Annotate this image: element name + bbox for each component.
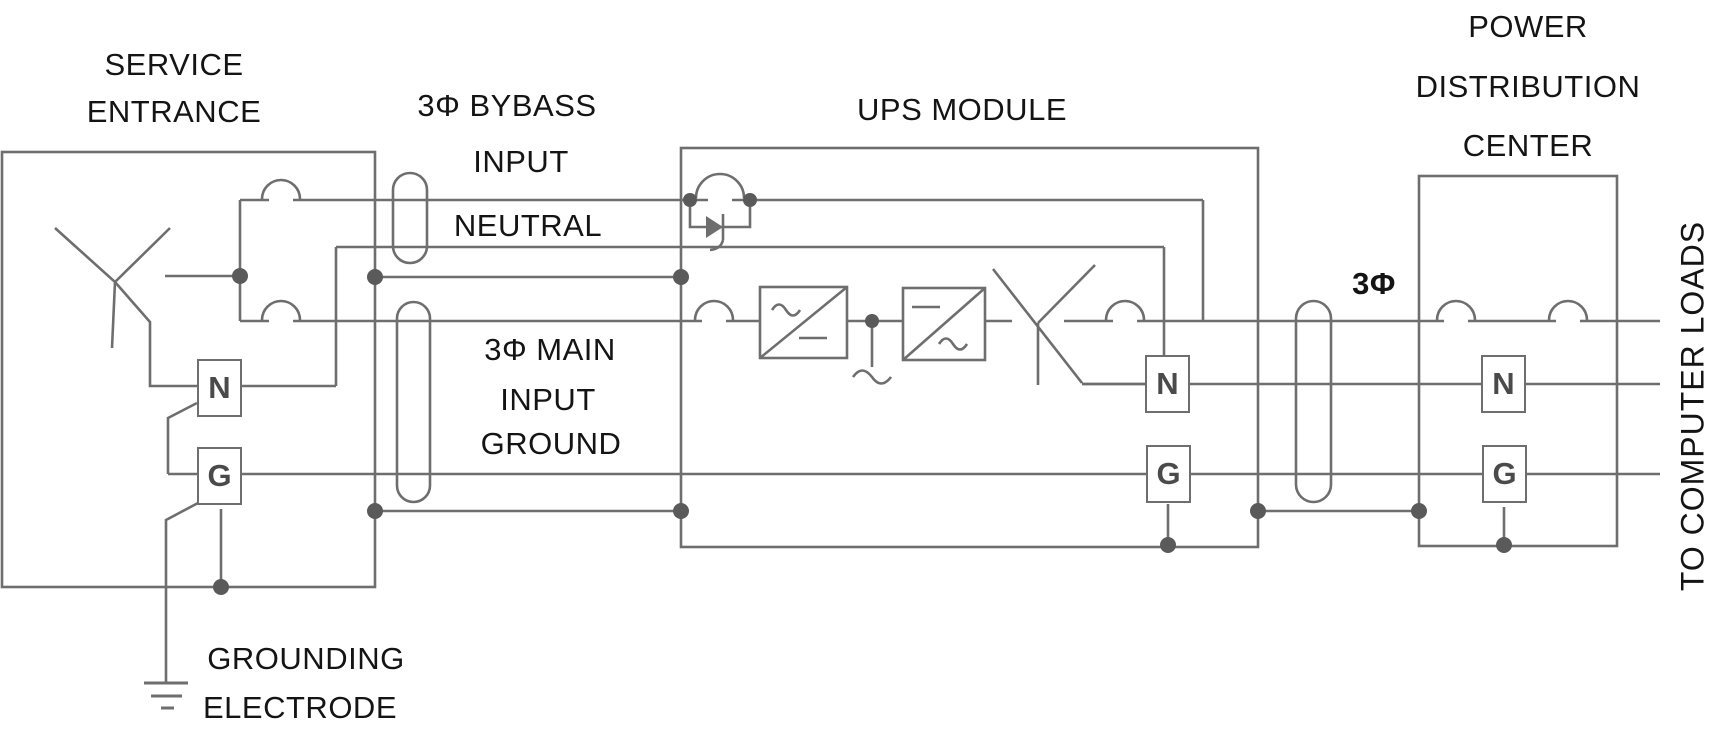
circuit-breaker-arc xyxy=(260,178,302,200)
conduit-icon xyxy=(391,171,429,265)
neutral-terminal-ups: N xyxy=(1145,355,1190,413)
main-input-label-line1: 3Φ MAIN xyxy=(484,332,616,367)
conduit-icon xyxy=(395,300,432,504)
junction-dot xyxy=(683,193,697,207)
junction-dot xyxy=(673,269,689,285)
junction-dot xyxy=(1250,503,1266,519)
rectifier-ac-glyph xyxy=(770,303,802,317)
computer-loads-label: TO COMPUTER LOADS xyxy=(1674,220,1711,592)
disconnect-switch-icon xyxy=(54,227,240,388)
inverter-diagonal xyxy=(902,287,986,361)
scr-gate-lead xyxy=(709,239,725,252)
ups-module-box xyxy=(679,146,1260,549)
pdc-box xyxy=(1417,174,1619,548)
bypass-input-label-line2: INPUT xyxy=(473,144,569,179)
junction-dot xyxy=(673,503,689,519)
pdc-title-line1: POWER xyxy=(1468,9,1588,44)
ups-module-title: UPS MODULE xyxy=(857,92,1067,127)
pdc-title-line3: CENTER xyxy=(1462,128,1594,163)
junction-dot xyxy=(232,268,248,284)
static-bypass-breaker-arc xyxy=(694,172,746,199)
neutral-wire xyxy=(242,245,1166,388)
inverter-ac-glyph xyxy=(937,337,969,351)
circuit-breaker-arc xyxy=(260,299,302,321)
scr-diode-icon xyxy=(706,216,723,238)
pdc-title-line2: DISTRIBUTION xyxy=(1415,69,1641,104)
service-entrance-box xyxy=(0,150,377,589)
ground-terminal-ups: G xyxy=(1146,445,1191,503)
service-entrance-title-line1: SERVICE xyxy=(104,47,244,82)
junction-dot xyxy=(743,193,757,207)
bypass-input-label-line1: 3Φ BYBASS xyxy=(417,88,597,123)
junction-dot xyxy=(213,579,229,595)
neutral-ground-bond-jumper xyxy=(166,401,198,474)
scr-branch-wire xyxy=(688,200,752,229)
junction-dot xyxy=(367,503,383,519)
junction-dot xyxy=(1160,537,1176,553)
conduit-icon xyxy=(1294,299,1333,504)
neutral-terminal-se: N xyxy=(197,359,242,417)
service-entrance-title-line2: ENTRANCE xyxy=(86,94,262,129)
junction-dot xyxy=(1496,537,1512,553)
junction-dot xyxy=(1411,503,1427,519)
circuit-breaker-arc xyxy=(1435,299,1477,321)
ground-symbol-icon xyxy=(144,681,188,710)
circuit-breaker-arc xyxy=(1547,299,1589,321)
grounding-electrode-label-line1: GROUNDING xyxy=(207,641,405,676)
ground-terminal-se: G xyxy=(197,447,242,505)
three-phase-label: 3Φ xyxy=(1352,266,1396,301)
main-input-label-line3: GROUND xyxy=(480,426,622,461)
main-input-label-line2: INPUT xyxy=(500,382,596,417)
junction-dot xyxy=(865,314,879,328)
battery-icon xyxy=(851,369,893,385)
transfer-switch-icon xyxy=(991,264,1145,386)
circuit-breaker-arc xyxy=(693,299,735,321)
neutral-label: NEUTRAL xyxy=(453,208,603,243)
circuit-breaker-arc xyxy=(1104,299,1146,321)
grounding-electrode-label-line2: ELECTRODE xyxy=(203,690,397,725)
ground-terminal-pdc: G xyxy=(1482,445,1527,503)
bypass-phase-wire xyxy=(240,198,1205,321)
junction-dot xyxy=(367,269,383,285)
neutral-terminal-pdc: N xyxy=(1481,355,1526,413)
rectifier-diagonal xyxy=(759,285,848,360)
grounding-electrode-conductor xyxy=(164,501,199,683)
